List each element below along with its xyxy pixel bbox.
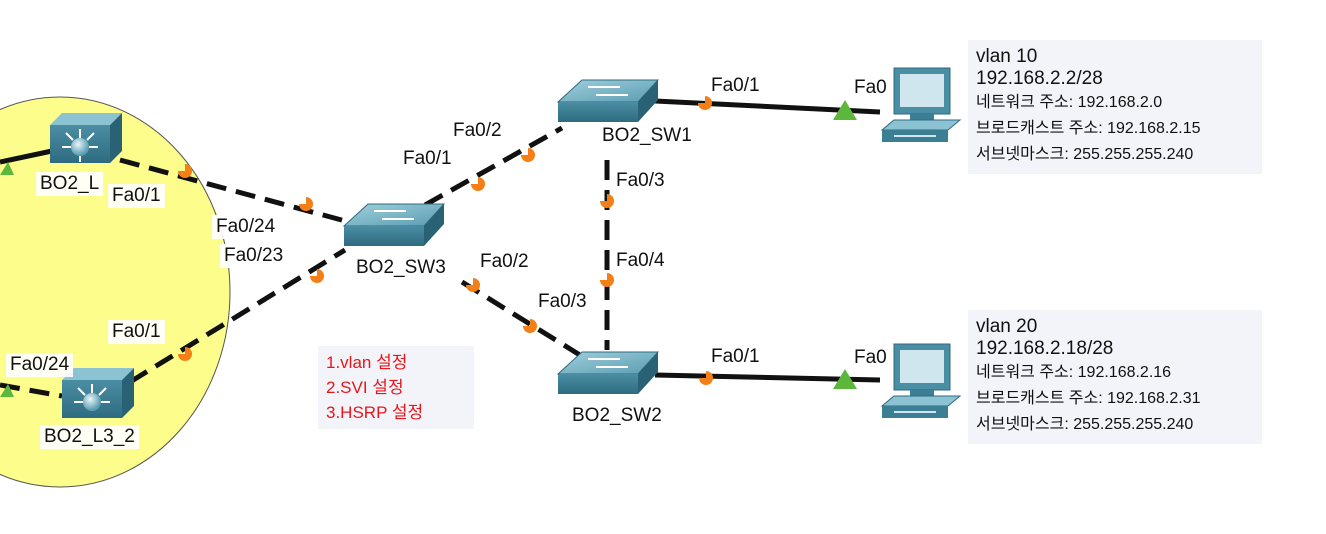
link-l3-2-left [0,382,63,399]
vlan10-info: vlan 10 192.168.2.2/28 네트워크 주소: 192.168.… [968,40,1262,174]
link-l3-1-left [0,148,53,165]
device-label-l3-2: BO2_L3_2 [40,425,139,449]
broadcast-address: 브로드캐스트 주소: 192.168.2.15 [976,120,1201,137]
port-label: Fa0/1 [108,320,165,344]
note-item: 1.vlan 설정 [326,353,408,372]
link-l3-1-sw3 [119,157,361,228]
link-sw3-sw2 [460,279,590,363]
device-label-sw1: BO2_SW1 [598,124,696,148]
port-label: Fa0/1 [711,75,760,96]
vlan-name: vlan 20 [976,316,1038,337]
port-up-icon [0,384,14,397]
port-label: Fa0/1 [403,148,452,169]
device-label-sw3: BO2_SW3 [352,256,450,280]
port-label: Fa0/24 [212,215,280,239]
subnet-mask: 서브넷마스크: 255.255.255.240 [976,146,1194,163]
link-l3-2-sw3 [128,247,347,385]
pc-icon[interactable] [880,343,962,418]
port-label: Fa0/4 [616,250,665,271]
vlan20-info: vlan 20 192.168.2.18/28 네트워크 주소: 192.168… [968,310,1262,444]
network-address: 네트워크 주소: 192.168.2.16 [976,364,1172,381]
port-down-icon [698,96,712,110]
l3-switch-icon[interactable] [62,368,134,418]
port-up-icon [0,162,14,175]
port-label: Fa0/2 [480,251,529,272]
port-down-icon [600,194,614,208]
port-down-icon [521,148,535,162]
switch-icon[interactable] [556,351,660,394]
broadcast-address: 브로드캐스트 주소: 192.168.2.31 [976,390,1201,407]
device-label-l3-1: BO2_L [36,172,104,196]
port-down-icon [523,319,537,333]
vlan-ip: 192.168.2.2/28 [976,68,1103,89]
port-down-icon [600,273,614,287]
port-down-icon [471,177,485,191]
port-down-icon [699,371,713,385]
vlan-name: vlan 10 [976,46,1038,67]
port-label: Fa0/2 [453,120,502,141]
port-down-icon [178,164,192,178]
task-notes: 1.vlan 설정 2.SVI 설정 3.HSRP 설정 [318,346,474,429]
device-label-sw2: BO2_SW2 [568,404,666,428]
switch-icon[interactable] [556,79,660,122]
note-item: 2.SVI 설정 [326,378,404,397]
port-down-icon [310,269,324,283]
subnet-mask: 서브넷마스크: 255.255.255.240 [976,416,1194,433]
port-label: Fa0 [854,347,887,368]
port-label: Fa0 [854,77,887,98]
port-label: Fa0/3 [616,170,665,191]
port-label: Fa0/3 [538,291,587,312]
switch-icon[interactable] [342,203,446,246]
l3-switch-icon[interactable] [50,113,122,163]
port-up-icon [833,369,857,389]
port-down-icon [178,347,192,361]
port-label: Fa0/1 [108,184,165,208]
port-up-icon [833,100,857,120]
note-item: 3.HSRP 설정 [326,403,424,422]
pc-icon[interactable] [880,67,962,142]
port-label: Fa0/24 [6,353,74,377]
link-sw3-sw1 [423,125,564,208]
port-label: Fa0/1 [711,346,760,367]
port-down-icon [466,278,480,292]
port-indicators [0,96,857,397]
port-down-icon [299,197,313,211]
vlan-ip: 192.168.2.18/28 [976,338,1114,359]
port-label: Fa0/23 [220,244,288,268]
network-address: 네트워크 주소: 192.168.2.0 [976,94,1163,111]
